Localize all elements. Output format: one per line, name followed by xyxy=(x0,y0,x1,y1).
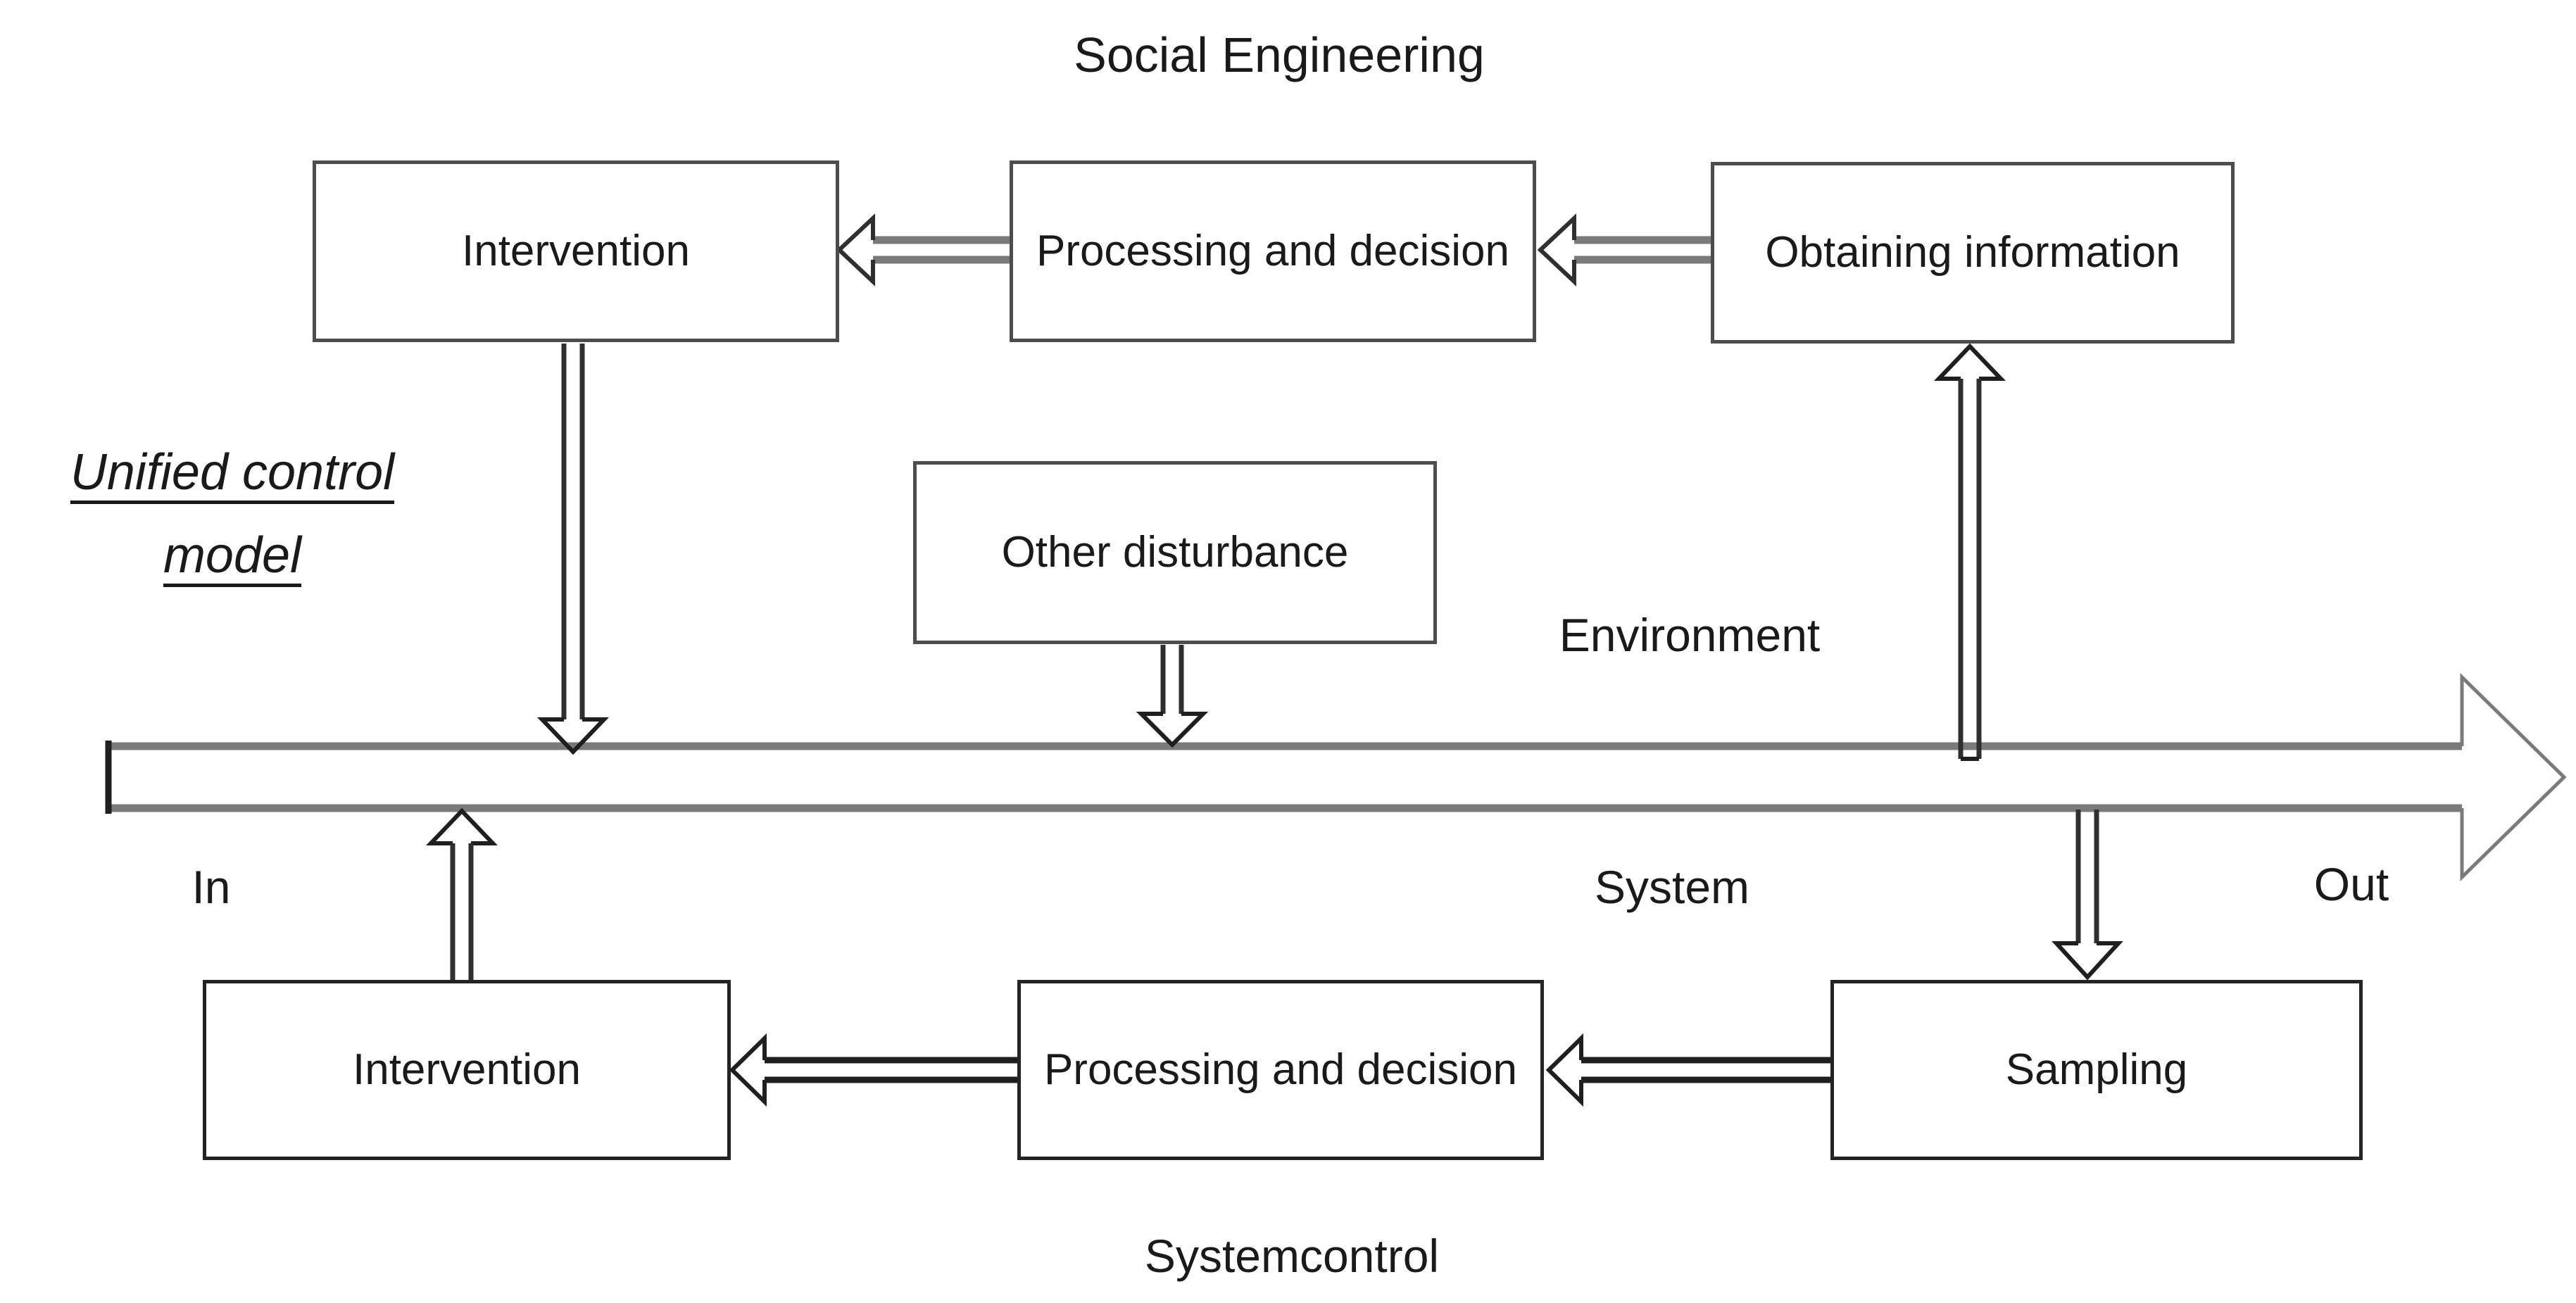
diagram-title-line1: Unified control xyxy=(70,444,395,501)
node-obtaining-information-label: Obtaining information xyxy=(1765,228,2180,277)
in-label: In xyxy=(191,861,231,913)
arrow-obtaining-to-processing-top xyxy=(1537,213,1711,287)
node-processing-and-decision-bottom: Processing and decision xyxy=(1017,980,1544,1160)
arrow-intervention-bottom-to-bar xyxy=(425,807,498,981)
node-intervention-top-label: Intervention xyxy=(462,227,690,275)
node-processing-and-decision-bottom-label: Processing and decision xyxy=(1043,1045,1518,1094)
diagram-title: Unified control model xyxy=(4,431,461,597)
node-other-disturbance: Other disturbance xyxy=(913,461,1437,644)
arrow-processing-top-to-intervention-top xyxy=(836,213,1010,287)
arrow-processing-bottom-to-intervention-bottom xyxy=(729,1033,1017,1107)
arrow-sampling-to-processing-bottom xyxy=(1545,1033,1830,1107)
node-processing-and-decision-top: Processing and decision xyxy=(1010,160,1536,342)
out-label: Out xyxy=(2313,858,2389,910)
arrow-intervention-top-to-bar xyxy=(536,344,610,755)
node-intervention-bottom-label: Intervention xyxy=(353,1045,581,1094)
diagram-title-line2: model xyxy=(163,527,302,584)
environment-label: Environment xyxy=(1559,609,1821,661)
node-intervention-bottom: Intervention xyxy=(203,980,731,1160)
node-sampling-label: Sampling xyxy=(2005,1045,2188,1094)
systemcontrol-label: Systemcontrol xyxy=(1144,1230,1440,1282)
node-sampling: Sampling xyxy=(1830,980,2363,1160)
node-obtaining-information: Obtaining information xyxy=(1711,162,2235,344)
social-engineering-label: Social Engineering xyxy=(1074,27,1485,82)
arrow-bar-to-obtaining xyxy=(1933,343,2006,761)
arrow-other-disturbance-to-bar xyxy=(1136,645,1209,748)
node-other-disturbance-label: Other disturbance xyxy=(1001,528,1349,577)
node-intervention-top: Intervention xyxy=(313,160,839,342)
arrow-bar-to-sampling xyxy=(2052,810,2123,981)
node-processing-and-decision-top-label: Processing and decision xyxy=(1036,227,1510,275)
system-bar-right-arrowhead xyxy=(2460,673,2567,881)
system-bar xyxy=(105,673,2567,881)
system-label: System xyxy=(1594,861,1750,913)
